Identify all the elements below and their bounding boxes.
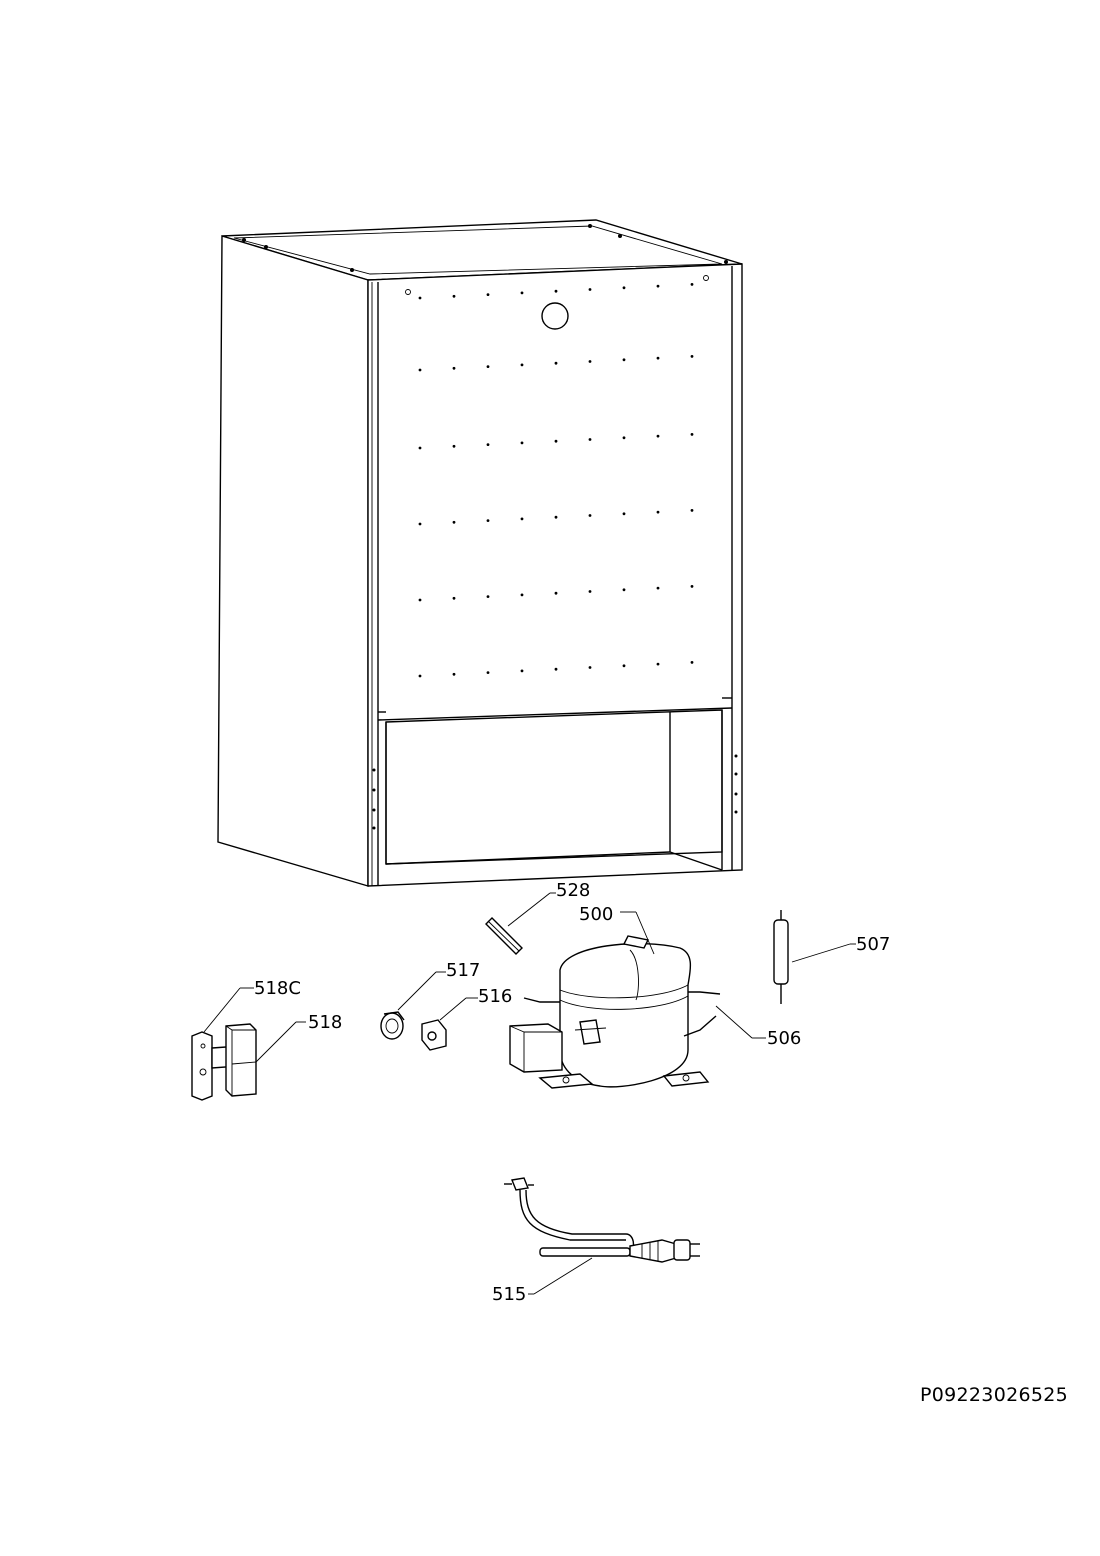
panel-dot: [418, 522, 422, 526]
panel-dot: [588, 438, 592, 441]
panel-dot: [418, 368, 422, 372]
panel-dot: [588, 360, 592, 363]
panel-dot: [554, 591, 558, 595]
panel-dot: [622, 512, 626, 516]
panel-dot: [452, 444, 456, 448]
label-517: 517: [446, 960, 480, 981]
panel-dot: [690, 283, 694, 286]
panel-dot: [622, 358, 626, 362]
label-506: 506: [767, 1028, 801, 1049]
panel-dot: [656, 662, 660, 666]
panel-dot: [486, 519, 490, 522]
panel-dot: [452, 366, 456, 370]
panel-dot: [418, 446, 422, 450]
part-517-relay-cover: [380, 1011, 405, 1040]
panel-dot: [554, 439, 558, 443]
panel-dot: [486, 365, 490, 368]
panel-dot: [418, 674, 422, 678]
panel-dot: [656, 434, 660, 438]
panel-dot: [418, 598, 422, 602]
leader-518c: [203, 987, 241, 1033]
panel-dot: [690, 661, 694, 664]
panel-dot: [486, 443, 490, 446]
label-515: 515: [492, 1284, 526, 1305]
panel-dot: [418, 296, 422, 300]
part-507-filter-drier: [773, 910, 789, 1004]
label-518c: 518C: [254, 978, 301, 999]
leader-507: [791, 943, 851, 963]
leader-517: [397, 971, 437, 1011]
panel-dot: [690, 433, 694, 436]
leader-528: [507, 892, 551, 927]
leader-516: [439, 997, 467, 1021]
document-code: P09223026525: [920, 1384, 1069, 1406]
panel-dot: [554, 667, 558, 671]
panel-dot: [690, 355, 694, 358]
panel-dot: [554, 361, 558, 365]
panel-dot: [622, 588, 626, 592]
panel-dot: [656, 586, 660, 590]
panel-dot: [452, 596, 456, 600]
panel-dot: [656, 284, 660, 288]
panel-dot: [588, 514, 592, 517]
panel-dot: [486, 671, 490, 674]
panel-dot: [520, 291, 524, 295]
leader-518: [255, 1021, 297, 1063]
label-528: 528: [556, 880, 590, 901]
panel-dot: [588, 666, 592, 669]
panel-dot: [452, 294, 456, 298]
panel-dot: [486, 293, 490, 296]
panel-dot: [588, 590, 592, 593]
panel-dot: [554, 515, 558, 519]
leader-515: [533, 1257, 593, 1295]
panel-dot: [656, 510, 660, 514]
part-528-tube: [485, 917, 523, 955]
leader-506: [715, 1005, 753, 1039]
panel-dot: [554, 289, 558, 293]
panel-dot: [622, 286, 626, 290]
part-516-relay: [421, 1019, 447, 1051]
label-518: 518: [308, 1012, 342, 1033]
panel-dot: [520, 441, 524, 445]
label-507: 507: [856, 934, 890, 955]
panel-dot: [656, 356, 660, 360]
label-516: 516: [478, 986, 512, 1007]
part-515-power-cord: [504, 1177, 700, 1263]
panel-dot: [452, 520, 456, 524]
label-500: 500: [579, 904, 613, 925]
panel-dot: [520, 363, 524, 367]
part-500-compressor: [509, 935, 721, 1089]
part-518-hinge: [191, 1023, 257, 1101]
panel-dot: [520, 669, 524, 673]
panel-dot: [520, 517, 524, 521]
panel-dot: [486, 595, 490, 598]
panel-dot: [690, 509, 694, 512]
panel-dot: [690, 585, 694, 588]
cabinet: [217, 219, 743, 887]
leader-500: [635, 911, 655, 955]
panel-dot: [452, 672, 456, 676]
panel-dot: [520, 593, 524, 597]
panel-dot: [622, 436, 626, 440]
panel-dot: [622, 664, 626, 668]
panel-dot: [588, 288, 592, 291]
